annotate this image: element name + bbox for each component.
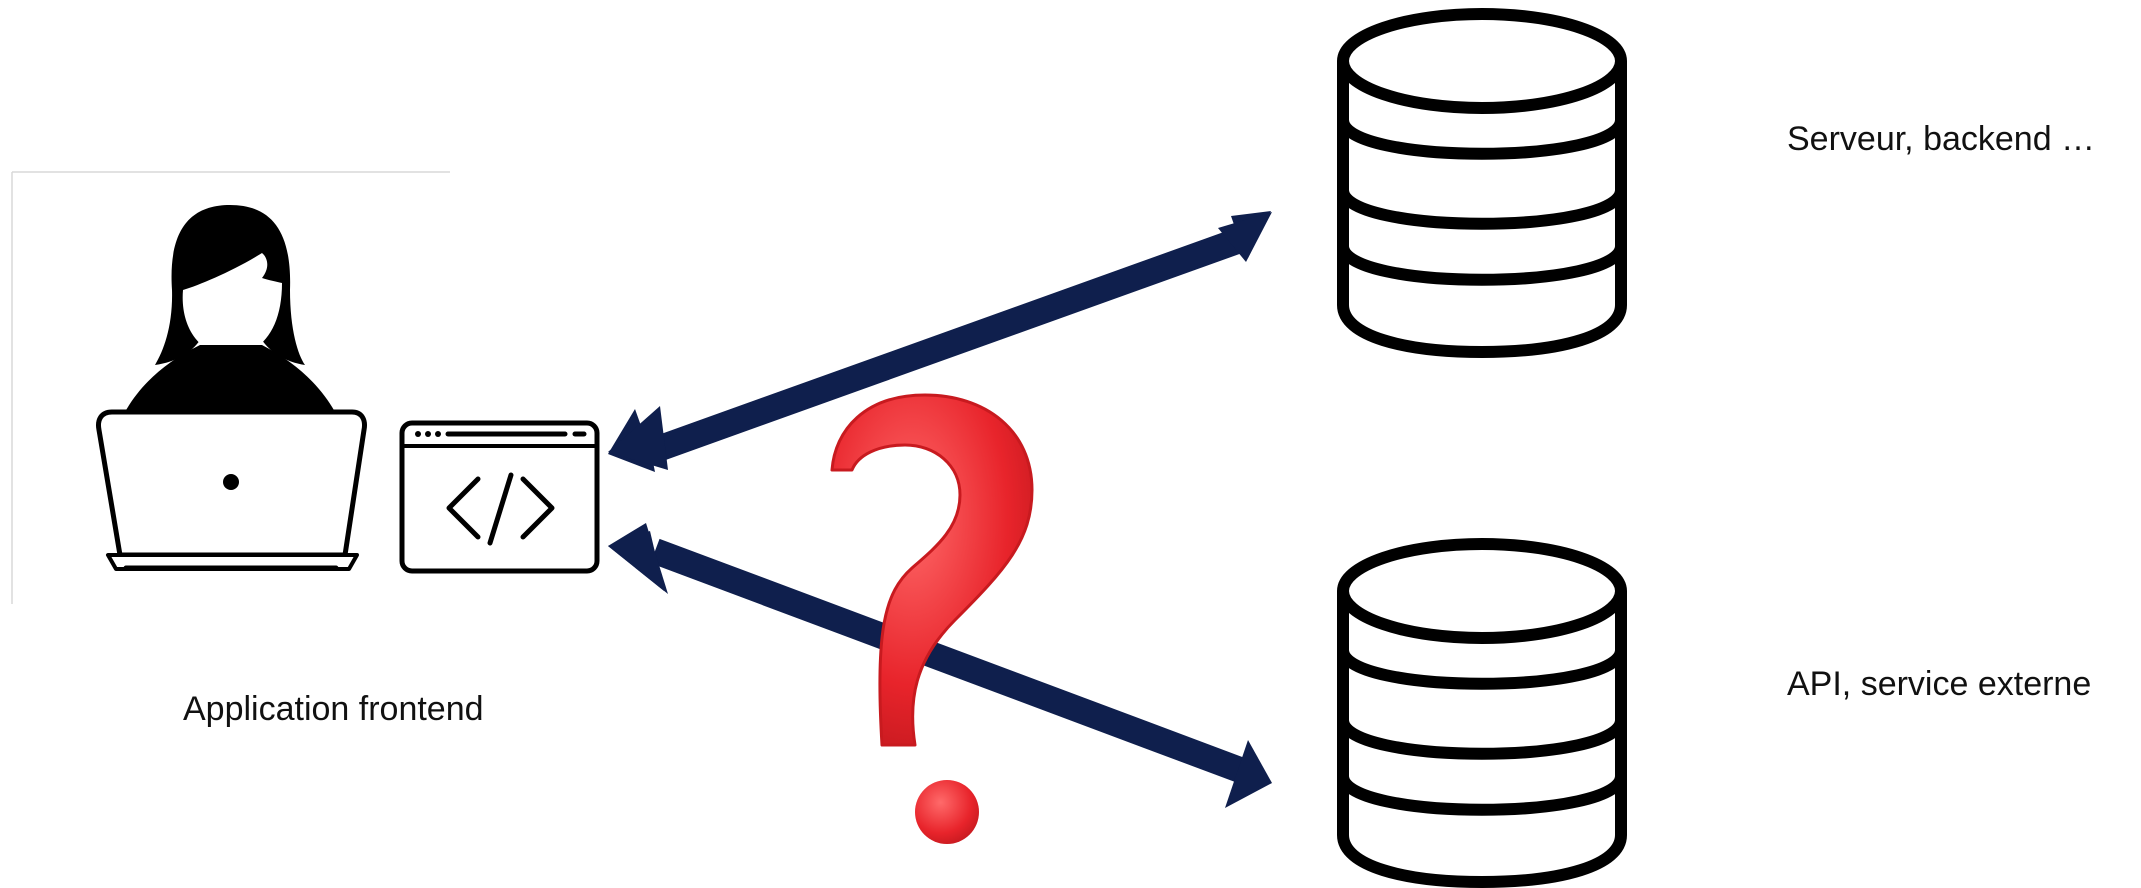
arrow-frontend-server bbox=[608, 211, 1272, 472]
frontend-label: Application frontend bbox=[183, 690, 484, 728]
arrow-frontend-api bbox=[608, 523, 1272, 808]
question-mark-icon bbox=[830, 393, 1034, 844]
person-frame bbox=[11, 171, 450, 604]
person-laptop-icon bbox=[96, 205, 367, 571]
database-icon-server bbox=[1337, 8, 1627, 358]
api-label: API, service externe bbox=[1787, 665, 2092, 703]
server-label: Serveur, backend … bbox=[1787, 120, 2096, 158]
code-window-icon bbox=[399, 420, 600, 574]
database-icon-api bbox=[1337, 538, 1627, 888]
